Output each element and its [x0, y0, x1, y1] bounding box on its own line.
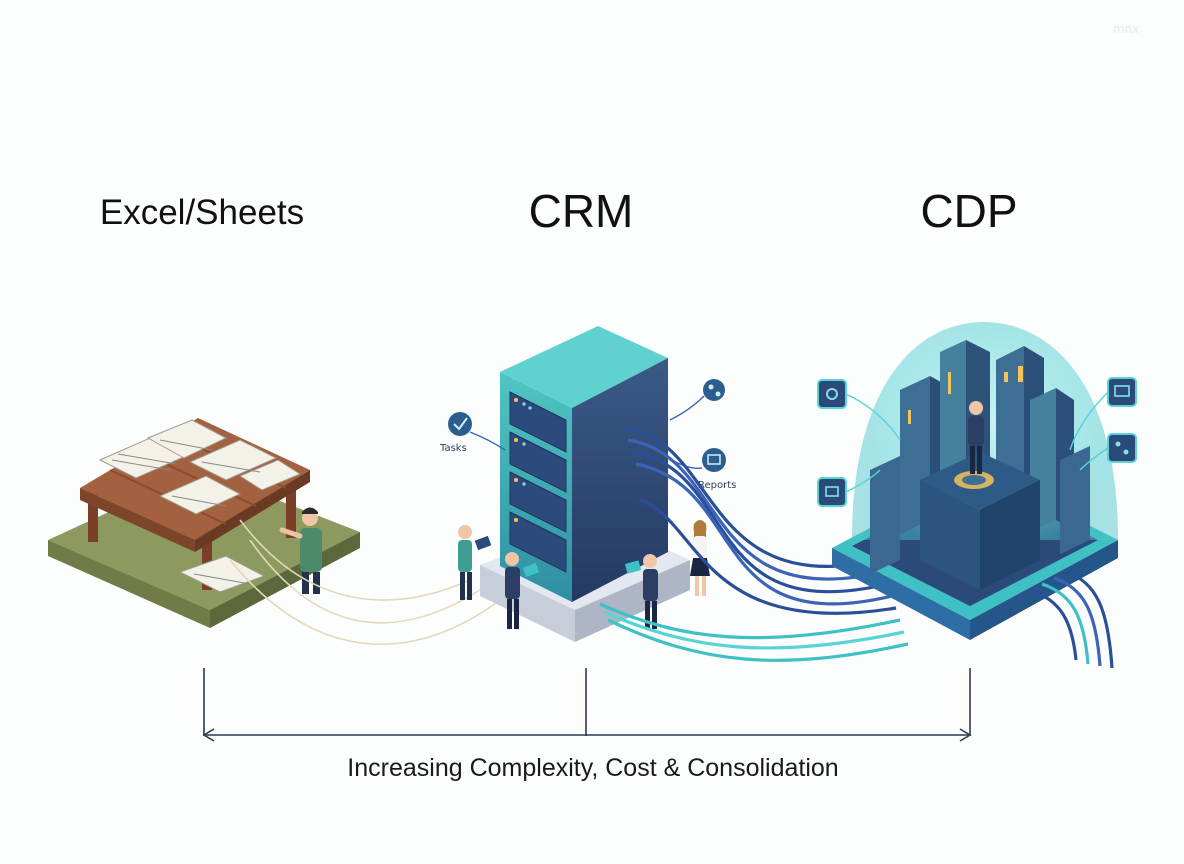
crm-scene: Tasks Reports [439, 326, 736, 642]
cdp-operator-figure [968, 401, 984, 474]
stage-label-crm: CRM [528, 185, 634, 237]
axis-caption: Increasing Complexity, Cost & Consolidat… [347, 754, 839, 782]
cdp-scene [817, 322, 1137, 669]
data-city [870, 340, 1090, 590]
office-worker-figure [279, 507, 322, 594]
data-threads [229, 519, 501, 645]
reports-callout [671, 448, 726, 472]
tasks-callout [448, 412, 506, 451]
progression-axis [202, 668, 972, 742]
tasks-label: Tasks [439, 443, 467, 454]
network-callout [669, 379, 725, 421]
stage-label-cdp: CDP [920, 185, 1018, 237]
output-cables [1029, 570, 1114, 669]
excel-scene [48, 418, 501, 645]
server-tower [500, 326, 668, 602]
stage-label-excel-sheets: Excel/Sheets [99, 193, 305, 232]
crm-people [458, 520, 710, 629]
reports-label: Reports [698, 480, 736, 491]
watermark: mnx [1113, 22, 1140, 36]
data-cables [599, 426, 909, 662]
